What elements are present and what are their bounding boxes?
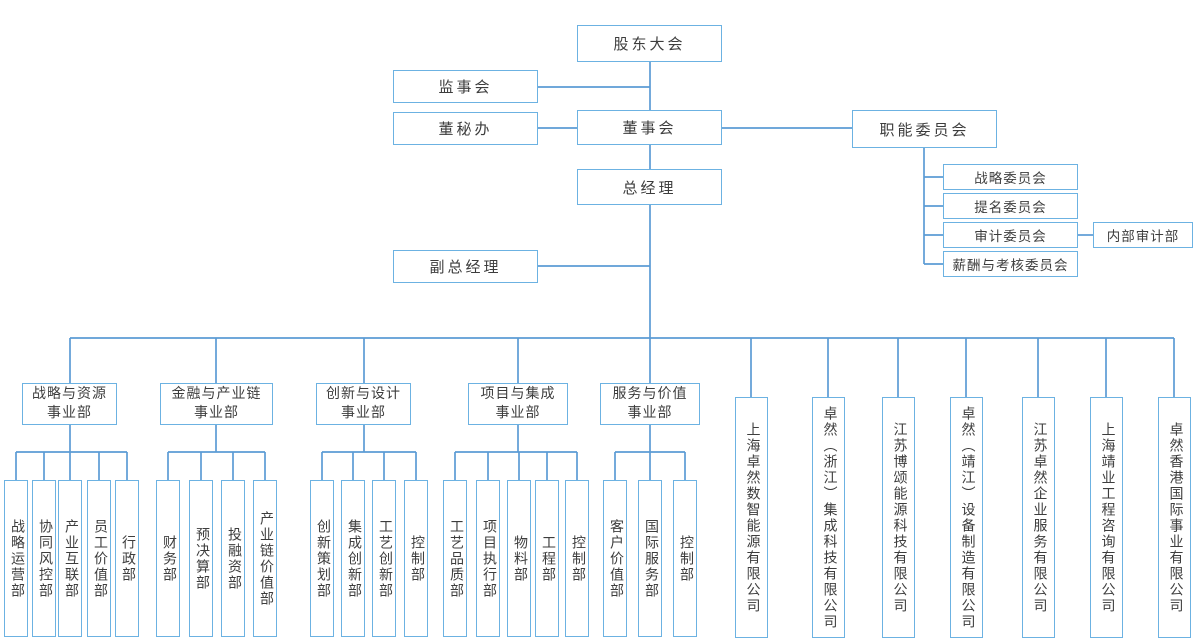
department-label: 控制部: [678, 534, 693, 583]
division-box-finance-industry-chain: 金融与产业链 事业部: [160, 383, 273, 425]
node-board-of-directors: 董事会: [577, 110, 722, 145]
department-box: 控制部: [673, 480, 697, 637]
department-box: 产业链价值部: [253, 480, 277, 637]
department-label: 物料部: [512, 534, 527, 583]
node-audit-committee: 审计委员会: [943, 222, 1078, 248]
division-box-innovation-design: 创新与设计 事业部: [316, 383, 411, 425]
division-label-line1: 项目与集成: [480, 387, 556, 402]
division-label-line2: 事业部: [341, 406, 386, 421]
department-box: 物料部: [507, 480, 531, 637]
subsidiary-box: 上海靖业工程咨询有限公司: [1090, 397, 1123, 638]
department-box: 工程部: [535, 480, 559, 637]
department-box: 国际服务部: [638, 480, 662, 637]
node-functional-committees: 职能委员会: [852, 110, 997, 148]
department-label: 工艺品质部: [448, 518, 463, 599]
department-box: 控制部: [404, 480, 428, 637]
division-box-project-integration: 项目与集成 事业部: [468, 383, 568, 425]
node-strategy-committee: 战略委员会: [943, 164, 1078, 190]
subsidiary-box: 江苏博颂能源科技有限公司: [882, 397, 915, 638]
department-box: 集成创新部: [341, 480, 365, 637]
subsidiary-box: 卓然（浙江）集成科技有限公司: [812, 397, 845, 638]
department-label: 工程部: [540, 534, 555, 583]
subsidiary-box: 卓然（靖江）设备制造有限公司: [950, 397, 983, 638]
department-box: 投融资部: [221, 480, 245, 637]
department-label: 战略运营部: [9, 518, 24, 599]
department-box: 预决算部: [189, 480, 213, 637]
node-deputy-general-manager: 副总经理: [393, 250, 538, 283]
department-box: 工艺品质部: [443, 480, 467, 637]
subsidiary-label: 卓然（浙江）集成科技有限公司: [821, 405, 837, 630]
department-label: 国际服务部: [643, 518, 658, 599]
node-shareholders-meeting: 股东大会: [577, 25, 722, 62]
department-label: 产业互联部: [63, 518, 78, 599]
department-box: 行政部: [115, 480, 139, 637]
department-box: 创新策划部: [310, 480, 334, 637]
subsidiary-label: 上海卓然数智能源有限公司: [744, 421, 760, 614]
department-label: 项目执行部: [481, 518, 496, 599]
department-label: 控制部: [409, 534, 424, 583]
division-label-line1: 创新与设计: [326, 387, 401, 402]
division-box-service-value: 服务与价值 事业部: [600, 383, 700, 425]
department-box: 员工价值部: [87, 480, 111, 637]
department-label: 财务部: [161, 534, 176, 583]
division-label-line1: 战略与资源: [32, 387, 107, 402]
department-box: 工艺创新部: [372, 480, 396, 637]
division-label-line2: 事业部: [47, 406, 92, 421]
subsidiary-box: 江苏卓然企业服务有限公司: [1022, 397, 1055, 638]
department-box: 项目执行部: [476, 480, 500, 637]
node-nomination-committee: 提名委员会: [943, 193, 1078, 219]
department-box: 战略运营部: [4, 480, 28, 637]
department-label: 工艺创新部: [377, 518, 392, 599]
division-label-line1: 服务与价值: [612, 387, 688, 402]
node-supervisory-board: 监事会: [393, 70, 538, 103]
division-label-line2: 事业部: [495, 406, 541, 421]
division-box-strategy-resources: 战略与资源 事业部: [22, 383, 117, 425]
department-label: 员工价值部: [92, 518, 107, 599]
division-label-line2: 事业部: [627, 406, 673, 421]
department-label: 创新策划部: [315, 518, 330, 599]
department-label: 客户价值部: [608, 518, 623, 599]
subsidiary-label: 江苏卓然企业服务有限公司: [1031, 421, 1047, 614]
department-box: 财务部: [156, 480, 180, 637]
division-label-line2: 事业部: [194, 406, 239, 421]
subsidiary-label: 卓然（靖江）设备制造有限公司: [959, 405, 975, 630]
department-label: 预决算部: [194, 526, 209, 591]
node-board-secretary-office: 董秘办: [393, 112, 538, 145]
subsidiary-label: 上海靖业工程咨询有限公司: [1099, 421, 1115, 614]
subsidiary-label: 卓然香港国际事业有限公司: [1167, 421, 1183, 614]
department-label: 控制部: [570, 534, 585, 583]
division-label-line1: 金融与产业链: [171, 387, 262, 402]
department-box: 产业互联部: [58, 480, 82, 637]
subsidiary-label: 江苏博颂能源科技有限公司: [891, 421, 907, 614]
department-label: 协同风控部: [37, 518, 52, 599]
department-label: 集成创新部: [346, 518, 361, 599]
department-label: 投融资部: [226, 526, 241, 591]
department-box: 控制部: [565, 480, 589, 637]
subsidiary-box: 卓然香港国际事业有限公司: [1158, 397, 1191, 638]
node-internal-audit-dept: 内部审计部: [1093, 222, 1193, 248]
department-label: 行政部: [120, 534, 135, 583]
subsidiary-box: 上海卓然数智能源有限公司: [735, 397, 768, 638]
department-box: 客户价值部: [603, 480, 627, 637]
department-box: 协同风控部: [32, 480, 56, 637]
department-label: 产业链价值部: [258, 510, 273, 607]
node-remuneration-assessment-committee: 薪酬与考核委员会: [943, 251, 1078, 277]
node-general-manager: 总经理: [577, 169, 722, 205]
